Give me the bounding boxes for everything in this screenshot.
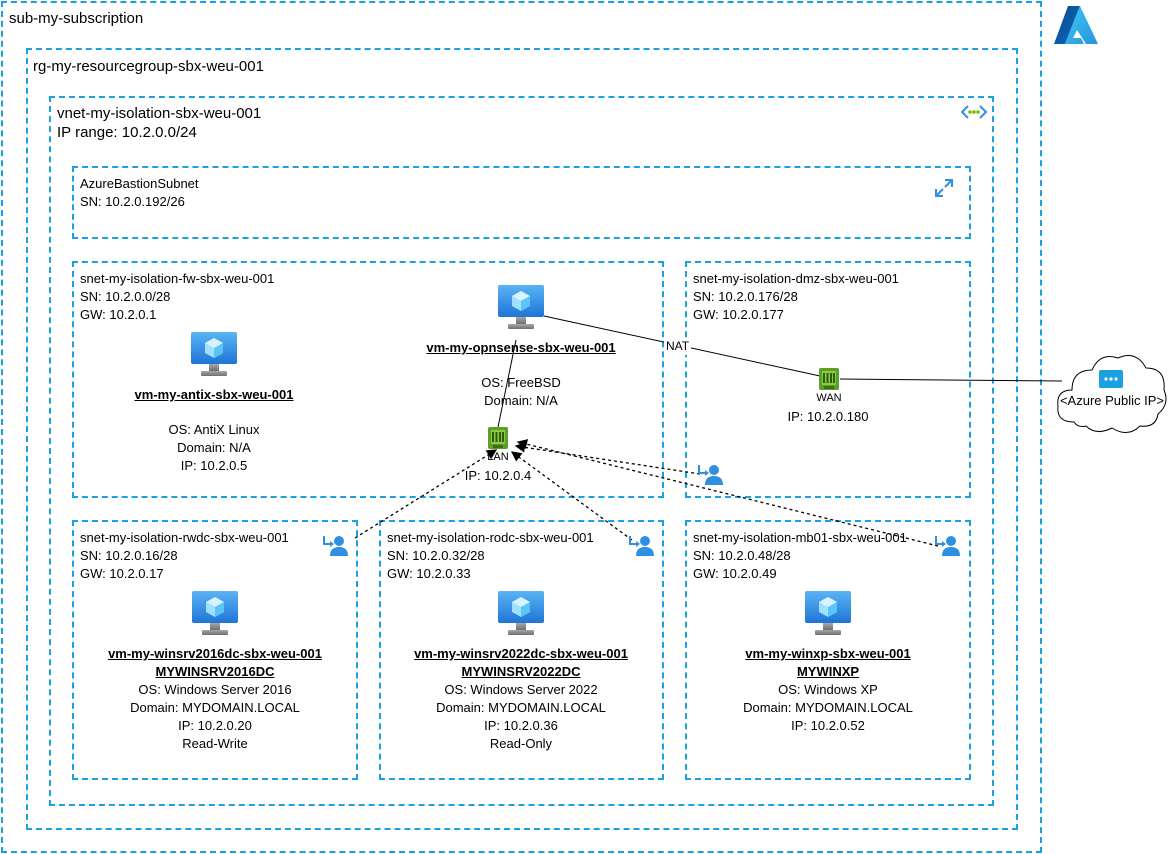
- rwdc-subnet-gw: GW: 10.2.0.17: [80, 566, 164, 581]
- antix-vm-name[interactable]: vm-my-antix-sbx-weu-001: [134, 387, 294, 402]
- mb01-subnet-sn: SN: 10.2.0.48/28: [693, 548, 791, 563]
- cloud-icon: [1057, 355, 1167, 433]
- vm-icon[interactable]: [191, 590, 239, 636]
- fw-subnet-sn: SN: 10.2.0.0/28: [80, 289, 171, 304]
- resource-group-boundary: [26, 48, 1018, 830]
- public-ip-label: <Azure Public IP>: [1059, 393, 1165, 408]
- winxp-hostname: MYWINXP: [796, 664, 860, 679]
- bastion-subnet-sn: SN: 10.2.0.192/26: [80, 194, 185, 209]
- rodc-subnet-sn: SN: 10.2.0.32/28: [387, 548, 485, 563]
- rodc-subnet-gw: GW: 10.2.0.33: [387, 566, 471, 581]
- dmz-subnet-gw: GW: 10.2.0.177: [693, 307, 784, 322]
- winxp-os: OS: Windows XP: [778, 682, 878, 697]
- winsrv2016-vm-name[interactable]: vm-my-winsrv2016dc-sbx-weu-001: [108, 646, 322, 661]
- winxp-domain: Domain: MYDOMAIN.LOCAL: [743, 700, 913, 715]
- rodc-subnet-boundary: [379, 520, 664, 780]
- rwdc-route-link: [354, 449, 498, 539]
- dmz-subnet-boundary: [685, 261, 971, 498]
- winsrv2022-vm-name[interactable]: vm-my-winsrv2022dc-sbx-weu-001: [414, 646, 628, 661]
- antix-vm-domain: Domain: N/A: [177, 440, 251, 455]
- winsrv2016-domain: Domain: MYDOMAIN.LOCAL: [130, 700, 300, 715]
- subscription-label: sub-my-subscription: [9, 10, 144, 27]
- lan-link: [497, 339, 517, 428]
- public-ip-link: [839, 378, 1063, 382]
- mb01-subnet-boundary: [685, 520, 971, 780]
- public-ip-icon[interactable]: [1098, 369, 1124, 389]
- vnet-boundary: [49, 96, 994, 806]
- fw-subnet-name: snet-my-isolation-fw-sbx-weu-001: [80, 271, 275, 286]
- opnsense-vm-domain: Domain: N/A: [484, 393, 558, 408]
- bastion-subnet-boundary: [72, 166, 971, 239]
- mb01-route-link: [516, 439, 939, 547]
- rwdc-subnet-boundary: [72, 520, 358, 780]
- bastion-icon: [935, 179, 953, 197]
- dmz-subnet-name: snet-my-isolation-dmz-sbx-weu-001: [693, 271, 899, 286]
- rodc-route-link: [510, 451, 633, 541]
- vnet-label: vnet-my-isolation-sbx-weu-001: [57, 105, 262, 122]
- dmz-route-link: [514, 442, 701, 475]
- rwdc-subnet-sn: SN: 10.2.0.16/28: [80, 548, 178, 563]
- resource-group-label: rg-my-resourcegroup-sbx-weu-001: [33, 58, 264, 75]
- opnsense-vm-name[interactable]: vm-my-opnsense-sbx-weu-001: [426, 340, 616, 355]
- dmz-subnet-sn: SN: 10.2.0.176/28: [693, 289, 798, 304]
- winsrv2022-role: Read-Only: [489, 736, 553, 751]
- vnet-ip-range: IP range: 10.2.0.0/24: [57, 124, 197, 141]
- bastion-subnet-name: AzureBastionSubnet: [80, 176, 199, 191]
- winxp-vm-name[interactable]: vm-my-winxp-sbx-weu-001: [745, 646, 911, 661]
- mb01-subnet-gw: GW: 10.2.0.49: [693, 566, 777, 581]
- vm-icon[interactable]: [804, 590, 852, 636]
- rwdc-subnet-name: snet-my-isolation-rwdc-sbx-weu-001: [80, 530, 289, 545]
- route-table-icon: [934, 533, 960, 557]
- winxp-ip: IP: 10.2.0.52: [791, 718, 865, 733]
- nic-icon[interactable]: [818, 367, 840, 391]
- winsrv2022-os: OS: Windows Server 2022: [444, 682, 598, 697]
- vm-icon[interactable]: [497, 590, 545, 636]
- vnet-icon: [961, 105, 987, 119]
- vm-icon[interactable]: [190, 331, 238, 377]
- winsrv2022-domain: Domain: MYDOMAIN.LOCAL: [436, 700, 606, 715]
- wan-nic-ip: IP: 10.2.0.180: [787, 409, 869, 424]
- rodc-subnet-name: snet-my-isolation-rodc-sbx-weu-001: [387, 530, 594, 545]
- fw-subnet-boundary: [72, 261, 664, 498]
- subscription-boundary: [1, 1, 1042, 853]
- antix-vm-os: OS: AntiX Linux: [168, 422, 260, 437]
- fw-subnet-gw: GW: 10.2.0.1: [80, 307, 157, 322]
- lan-nic-label: LAN: [487, 451, 509, 463]
- vm-icon[interactable]: [497, 284, 545, 330]
- azure-logo-icon: [1054, 6, 1098, 44]
- nat-label: NAT: [664, 338, 692, 355]
- winsrv2016-hostname: MYWINSRV2016DC: [155, 664, 275, 679]
- winsrv2016-role: Read-Write: [182, 736, 248, 751]
- opnsense-vm-os: OS: FreeBSD: [481, 375, 561, 390]
- lan-nic-ip: IP: 10.2.0.4: [464, 468, 532, 483]
- mb01-subnet-name: snet-my-isolation-mb01-sbx-weu-001: [693, 530, 907, 545]
- route-table-icon: [697, 462, 723, 486]
- antix-vm-ip: IP: 10.2.0.5: [180, 458, 248, 473]
- winsrv2016-os: OS: Windows Server 2016: [138, 682, 292, 697]
- route-table-icon: [628, 533, 654, 557]
- winsrv2022-hostname: MYWINSRV2022DC: [461, 664, 581, 679]
- wan-nic-label: WAN: [816, 392, 842, 404]
- winsrv2016-ip: IP: 10.2.0.20: [178, 718, 252, 733]
- route-table-icon: [322, 533, 348, 557]
- nic-icon[interactable]: [487, 426, 509, 450]
- winsrv2022-ip: IP: 10.2.0.36: [484, 718, 558, 733]
